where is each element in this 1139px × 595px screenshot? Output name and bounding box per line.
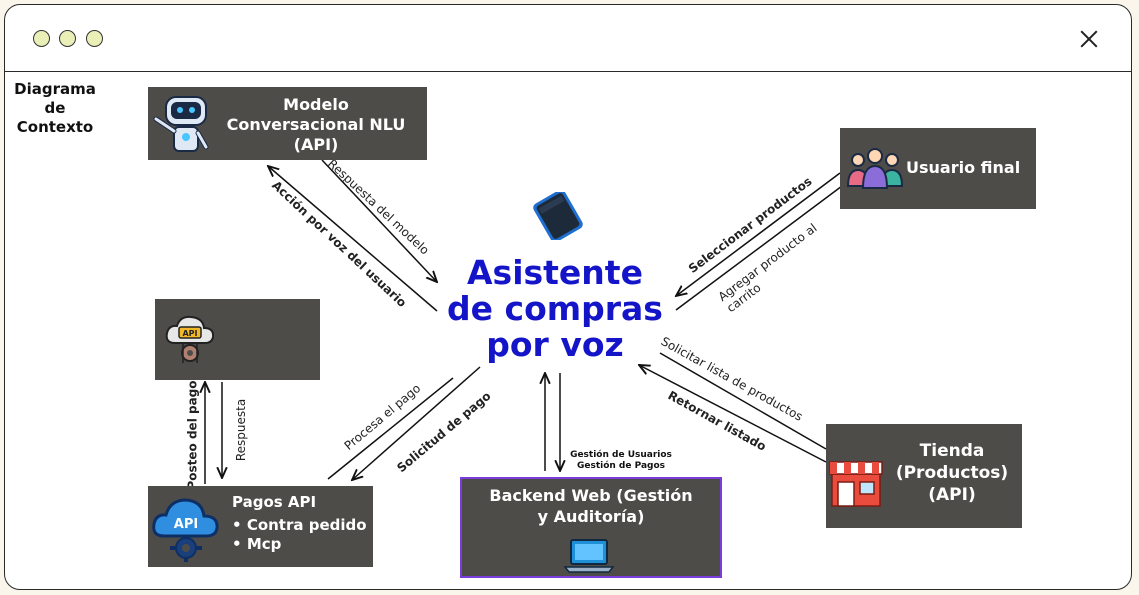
payments-methods-list: Contra pedido Mcp [232, 516, 367, 554]
arrow-select-products [676, 172, 841, 296]
svg-text:API: API [182, 329, 197, 338]
payment-method-item: Mcp [232, 535, 367, 554]
store-label: Tienda (Productos) (API) [895, 441, 1009, 505]
smartphone-icon [533, 192, 583, 240]
arrow-voice-action [268, 166, 438, 312]
backend-web-node[interactable]: Backend Web (Gestión y Auditoría) [460, 477, 722, 578]
end-user-node[interactable]: Usuario final [840, 128, 1036, 209]
arrow-add-to-cart [675, 185, 843, 311]
diagram-title: Diagrama de Contexto [14, 80, 96, 136]
payment-method-item: Contra pedido [232, 516, 367, 535]
api-cloud-icon: API [152, 498, 219, 562]
api-cloud-gear-icon: API [165, 315, 215, 363]
store-node[interactable]: Tienda (Productos) (API) [826, 424, 1022, 528]
window-dot-1[interactable] [33, 30, 50, 47]
arrow-request-list [659, 352, 827, 450]
users-group-icon [846, 148, 904, 189]
robot-icon [153, 96, 209, 152]
arrow-return-list [639, 365, 827, 463]
backend-web-label: Backend Web (Gestión y Auditoría) [489, 486, 693, 526]
center-title: Asistente de compras por voz [447, 253, 663, 364]
label-response: Respuesta [234, 398, 249, 462]
window-dot-2[interactable] [59, 30, 76, 47]
laptop-icon [563, 539, 615, 573]
payments-api-node[interactable]: API Pagos API Contra pedido Mcp [148, 486, 373, 567]
arrow-process-payment [327, 377, 454, 480]
store-icon [829, 461, 883, 507]
svg-text:API: API [174, 517, 198, 532]
label-backend-note: Gestión de Usuarios Gestión de Pagos [570, 450, 672, 471]
title-bar [5, 5, 1131, 72]
end-user-label: Usuario final [906, 158, 1021, 177]
window-dot-3[interactable] [86, 30, 103, 47]
nlu-model-node[interactable]: Modelo Conversacional NLU (API) [148, 87, 427, 160]
api-gateway-node[interactable]: API [155, 299, 320, 380]
nlu-model-label: Modelo Conversacional NLU (API) [226, 95, 406, 154]
arrow-model-response [321, 159, 437, 282]
arrow-payment-request [352, 366, 481, 480]
payments-api-title: Pagos API [232, 493, 317, 511]
label-payment-post: Posteo del pago [185, 380, 200, 490]
